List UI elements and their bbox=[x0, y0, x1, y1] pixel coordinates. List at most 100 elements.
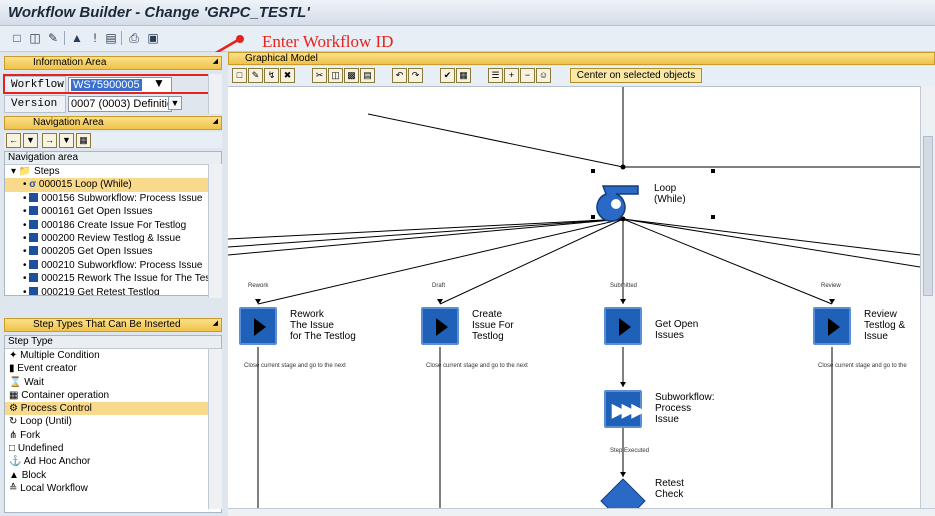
tree-item[interactable]: • 000186 Create Issue For Testlog bbox=[23, 219, 187, 231]
activity-node-review[interactable] bbox=[813, 307, 851, 345]
delete-icon[interactable]: ✖ bbox=[280, 68, 295, 83]
new-node-icon[interactable]: □ bbox=[232, 68, 247, 83]
pin2-icon[interactable]: ▼ bbox=[59, 133, 74, 148]
step-type-item[interactable]: ⋔ Fork bbox=[5, 429, 221, 442]
workflow-highlight bbox=[3, 74, 210, 94]
subworkflow-icon bbox=[29, 259, 39, 269]
info-scrollbar[interactable] bbox=[208, 74, 222, 114]
paste-icon[interactable]: ▩ bbox=[344, 68, 359, 83]
node-note-create: Close current stage and go to the next bbox=[426, 363, 528, 369]
play-icon bbox=[619, 318, 631, 336]
activity-node-rework[interactable] bbox=[239, 307, 277, 345]
zoom-out-icon[interactable]: − bbox=[520, 68, 535, 83]
event-creator-icon: ▮ bbox=[9, 363, 15, 375]
subworkflow-node[interactable]: ▶▶▶ bbox=[604, 390, 645, 428]
scroll-thumb[interactable] bbox=[923, 136, 933, 296]
loop-until-icon: ↻ bbox=[9, 416, 18, 428]
edge-label-draft: Draft bbox=[432, 283, 446, 289]
tree-item-label: 000215 Rework The Issue for The Test bbox=[41, 273, 214, 285]
version-field[interactable]: 0007 (0003) Definition bbox=[68, 96, 172, 112]
window-title: Workflow Builder - Change 'GRPC_TESTL' bbox=[8, 4, 310, 21]
hierarchy-icon[interactable]: ◫ bbox=[29, 31, 41, 45]
tree-item[interactable]: • 000156 Subworkflow: Process Issue bbox=[23, 192, 203, 204]
layout-icon[interactable]: ☰ bbox=[488, 68, 503, 83]
toolbar-separator bbox=[121, 31, 122, 45]
version-dropdown-icon[interactable]: ▼ bbox=[168, 96, 182, 110]
table-icon[interactable]: ▤ bbox=[105, 31, 117, 45]
redo-icon[interactable]: ↷ bbox=[408, 68, 423, 83]
person-icon[interactable]: ☺ bbox=[536, 68, 551, 83]
panel-corner-icon[interactable]: ◢ bbox=[212, 320, 218, 327]
window-icon[interactable]: ▣ bbox=[147, 31, 159, 45]
workflow-dropdown-icon[interactable]: ▼ bbox=[153, 76, 165, 90]
step-type-item[interactable]: ↻ Loop (Until) bbox=[5, 415, 221, 428]
tree-item[interactable]: • σ 000015 Loop (While) bbox=[5, 178, 221, 192]
pen-icon[interactable]: ✎ bbox=[47, 31, 59, 45]
step-type-label: Loop (Until) bbox=[20, 416, 72, 428]
edge-label-rework: Rework bbox=[248, 283, 269, 289]
step-type-item[interactable]: ⚓ Ad Hoc Anchor bbox=[5, 455, 221, 468]
node-note-review: Close current stage and go to the bbox=[818, 363, 907, 369]
step-type-item[interactable]: ▲ Block bbox=[5, 469, 221, 482]
tree-item[interactable]: • 000161 Get Open Issues bbox=[23, 206, 153, 218]
fork-icon: ⋔ bbox=[9, 429, 18, 441]
center-selected-button[interactable]: Center on selected objects bbox=[570, 68, 702, 83]
step-type-item[interactable]: ▦ Container operation bbox=[5, 389, 221, 402]
canvas-vertical-scrollbar[interactable] bbox=[920, 86, 935, 508]
nav-toolbar: ← ▼ → ▼ ▦ bbox=[4, 132, 222, 148]
step-type-item[interactable]: ✦ Multiple Condition bbox=[5, 349, 221, 362]
tree-item[interactable]: • 000219 Get Retest Testlog bbox=[23, 286, 160, 296]
graph-edges bbox=[228, 87, 920, 508]
print-icon[interactable]: ⎙ bbox=[129, 31, 139, 45]
info-area-title: Information Area bbox=[33, 57, 107, 68]
workflow-value: WS75900005 bbox=[71, 79, 142, 91]
canvas-horizontal-scrollbar[interactable] bbox=[228, 508, 935, 516]
step-type-item[interactable]: ▮ Event creator bbox=[5, 362, 221, 375]
zoom-in-icon[interactable]: + bbox=[504, 68, 519, 83]
tree-root[interactable]: ▾ 📁 Steps bbox=[11, 166, 60, 177]
new-icon[interactable]: □ bbox=[13, 31, 21, 45]
tree-icon[interactable]: ▦ bbox=[76, 133, 91, 148]
check-icon[interactable]: ✔ bbox=[440, 68, 455, 83]
step-type-item[interactable]: ≙ Local Workflow bbox=[5, 482, 221, 495]
pin-icon[interactable]: ▼ bbox=[23, 133, 38, 148]
clipboard-icon[interactable]: ▤ bbox=[360, 68, 375, 83]
graph-canvas[interactable]: Loop (While) Rework Draft Submitted Revi… bbox=[228, 86, 920, 508]
back-icon[interactable]: ← bbox=[6, 133, 21, 148]
annotation-text: Enter Workflow ID bbox=[262, 32, 394, 51]
nav-scrollbar[interactable] bbox=[208, 164, 222, 298]
step-type-label: Local Workflow bbox=[20, 482, 88, 494]
activity-node-create[interactable] bbox=[421, 307, 459, 345]
activate-icon[interactable]: ▲ bbox=[71, 31, 83, 45]
info-icon[interactable]: ! bbox=[93, 31, 97, 45]
step-type-item[interactable]: ⌛ Wait bbox=[5, 376, 221, 389]
cut-icon[interactable]: ✂ bbox=[312, 68, 327, 83]
zoom-to-icon[interactable]: ↯ bbox=[264, 68, 279, 83]
tree-item[interactable]: • 000200 Review Testlog & Issue bbox=[23, 232, 181, 244]
edit-icon[interactable]: ✎ bbox=[248, 68, 263, 83]
step-type-item[interactable]: □ Undefined bbox=[5, 442, 221, 455]
play-icon bbox=[828, 318, 840, 336]
step-type-label: Process Control bbox=[20, 403, 92, 415]
copy-icon[interactable]: ◫ bbox=[328, 68, 343, 83]
step-types-header: Step Types That Can Be Inserted ◢ bbox=[4, 318, 222, 332]
step-type-label: Event creator bbox=[17, 363, 77, 375]
step-type-item[interactable]: ⚙ Process Control bbox=[5, 402, 221, 416]
activity-icon bbox=[29, 286, 39, 295]
step-type-scrollbar[interactable] bbox=[208, 349, 222, 509]
tree-item-label: 000205 Get Open Issues bbox=[41, 246, 153, 258]
play-icon bbox=[254, 318, 266, 336]
overview-icon[interactable]: ▦ bbox=[456, 68, 471, 83]
tree-item[interactable]: • 000210 Subworkflow: Process Issue bbox=[23, 259, 203, 271]
panel-corner-icon[interactable]: ◢ bbox=[212, 58, 218, 65]
subworkflow-icon bbox=[29, 192, 39, 202]
undo-icon[interactable]: ↶ bbox=[392, 68, 407, 83]
tree-item-label: 000015 Loop (While) bbox=[38, 179, 132, 191]
tree-item[interactable]: • 000215 Rework The Issue for The Test bbox=[23, 273, 214, 285]
forward-icon[interactable]: → bbox=[42, 133, 57, 148]
node-label-review: Review Testlog & Issue bbox=[864, 309, 906, 342]
tree-item[interactable]: • 000205 Get Open Issues bbox=[23, 246, 153, 258]
retest-check-icon bbox=[600, 478, 646, 508]
activity-node-get-open[interactable] bbox=[604, 307, 642, 345]
panel-corner-icon[interactable]: ◢ bbox=[212, 118, 218, 125]
